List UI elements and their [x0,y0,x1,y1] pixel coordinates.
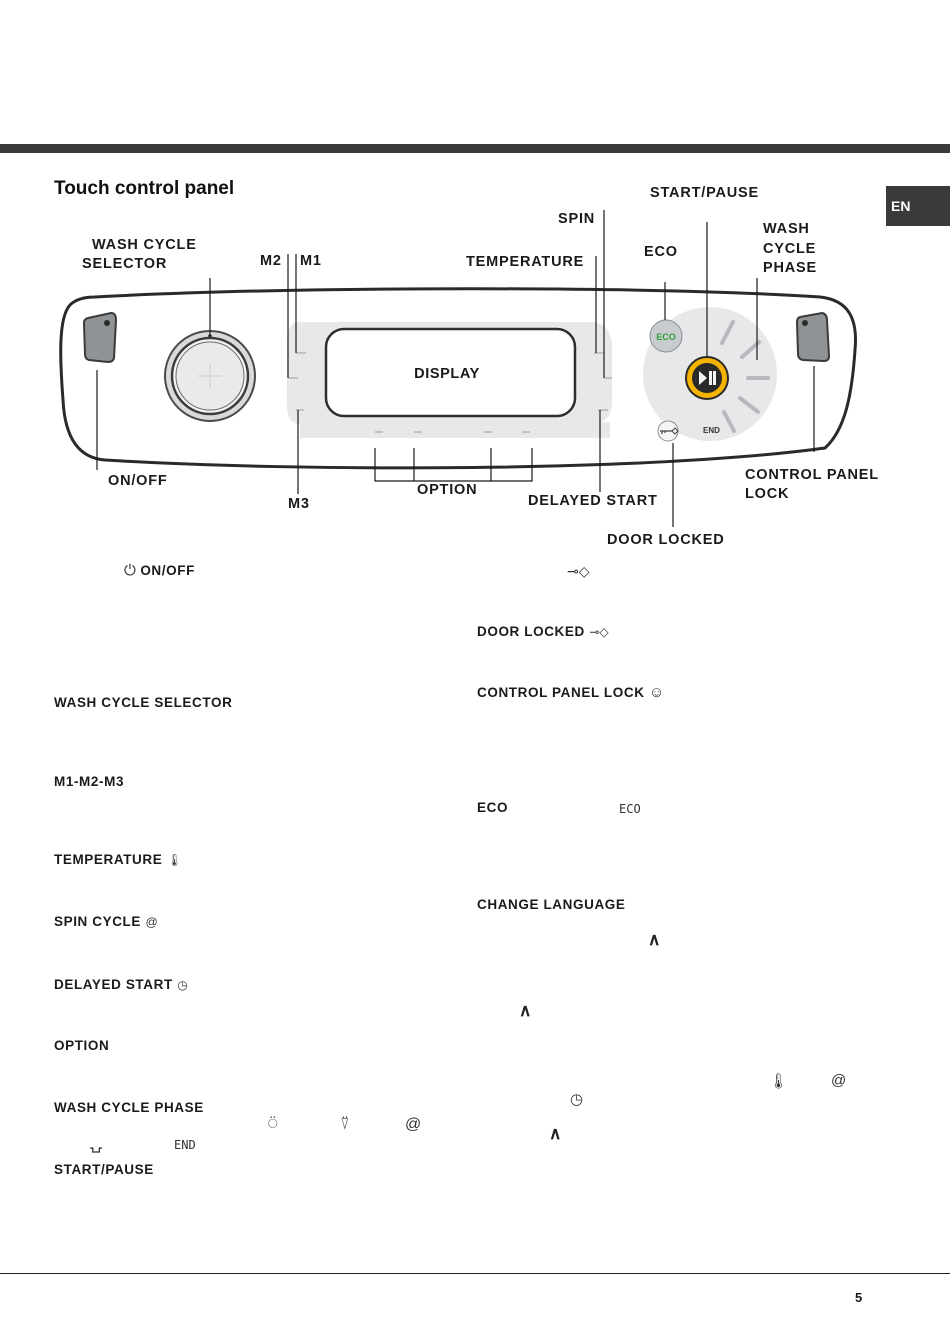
label-m1: M1 [300,253,322,269]
wash-phase-icon: ⍥ [268,1116,278,1133]
label-delayed-start: DELAYED START [528,493,658,509]
spin-cycle-heading: SPIN CYCLE @ [54,914,158,929]
control-panel-lock-heading: CONTROL PANEL LOCK ☺ [477,684,665,701]
thermometer-icon: 🌡︎ [166,853,183,867]
caret-up-icon: ∧ [648,930,661,949]
timer-icon: ◷ [570,1091,584,1108]
temperature-heading: TEMPERATURE 🌡︎ [54,852,183,867]
label-wash-cycle-selector-2: SELECTOR [82,256,168,272]
page-title: Touch control panel [54,178,235,199]
wash-cycle-selector-knob[interactable] [164,330,256,422]
display-screen [324,327,577,418]
eco-inline-text: ECO [619,802,641,816]
eco-button[interactable]: ECO [649,319,683,353]
label-door-locked: DOOR LOCKED [607,532,725,548]
wash-cycle-phase-heading: WASH CYCLE PHASE [54,1100,204,1115]
label-on-off: ON/OFF [108,473,168,489]
control-panel-lock-button[interactable] [795,311,831,363]
control-panel-diagram: DISPLAY ECO END [59,210,858,527]
label-start-pause: START/PAUSE [650,185,759,201]
label-control-panel-lock-2: LOCK [745,486,790,502]
eco-badge-text: ECO [656,332,676,342]
rinse-phase-icon: ⍢ [340,1116,350,1133]
key-icon: ⊸◇ [589,625,609,639]
eco-heading: ECO [477,800,509,815]
language-tab: EN [886,186,950,226]
label-wash-cycle-selector-1: WASH CYCLE [92,237,197,253]
leader-lines [96,210,815,527]
end-mark: END [703,426,720,435]
label-wash-cycle-phase-2: CYCLE [763,241,817,257]
caret-up-icon: ∧ [549,1124,562,1143]
label-spin: SPIN [558,211,596,227]
wash-cycle-phase-indicators [720,320,770,433]
label-wash-cycle-phase-1: WASH [763,221,810,237]
delayed-start-heading: DELAYED START ◷ [54,977,188,992]
child-lock-icon: ☺ [649,684,665,701]
label-option: OPTION [417,482,478,498]
m1-m2-m3-heading: M1-M2-M3 [54,774,125,789]
drain-phase-icon: ⍽ [90,1136,103,1153]
door-locked-heading: DOOR LOCKED ⊸◇ [477,624,609,639]
spin-icon: @ [831,1072,847,1089]
wash-cycle-selector-heading: WASH CYCLE SELECTOR [54,695,233,710]
on-off-heading: ⏻ ON/OFF [124,562,195,579]
label-control-panel-lock-1: CONTROL PANEL [745,467,879,483]
start-pause-button[interactable] [685,356,729,400]
spin-phase-icon: @ [405,1116,422,1133]
door-locked-icon [657,420,679,442]
change-language-heading: CHANGE LANGUAGE [477,897,626,912]
label-eco: ECO [644,244,678,260]
header-bar [0,144,950,153]
label-wash-cycle-phase-3: PHASE [763,260,817,276]
start-pause-heading: START/PAUSE [54,1162,154,1177]
label-m2: M2 [260,253,282,269]
option-strip [300,422,610,438]
on-off-button[interactable] [82,311,118,364]
option-heading: OPTION [54,1038,110,1053]
end-phase-text: END [174,1138,196,1152]
timer-icon: ◷ [177,978,188,992]
page-number: 5 [855,1290,863,1305]
footer-rule [0,1273,950,1274]
caret-up-icon: ∧ [519,1001,532,1020]
label-m3: M3 [288,496,310,512]
display-label: DISPLAY [414,366,480,382]
power-icon: ⏻ [124,562,136,579]
thermometer-icon: 🌡︎ [769,1073,789,1090]
door-key-icon: ⊸◇ [567,563,590,579]
label-temperature: TEMPERATURE [466,254,585,270]
spin-icon: @ [145,915,158,929]
